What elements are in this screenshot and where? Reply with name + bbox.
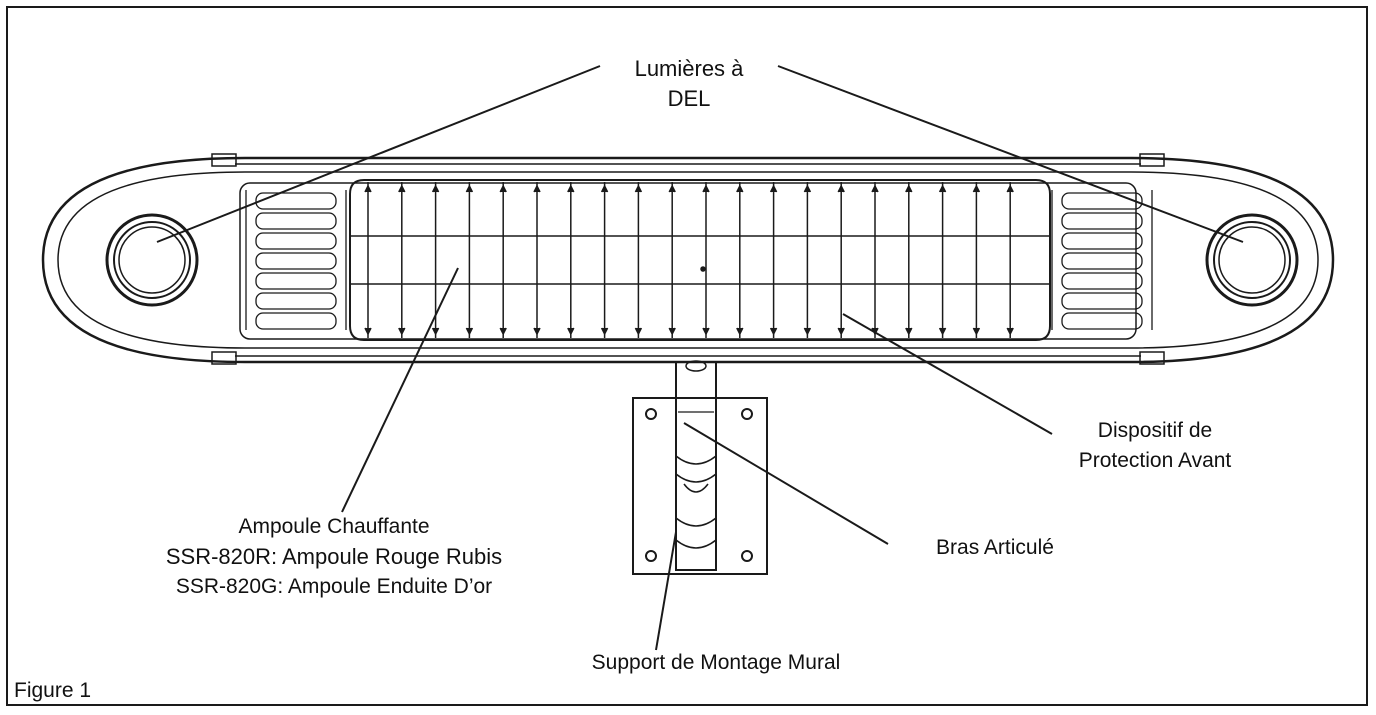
label-heating-bulb-line2: SSR-820R: Ampoule Rouge Rubis — [165, 544, 503, 569]
led-light-left — [105, 213, 199, 307]
guard-bar-clip — [871, 184, 879, 193]
label-front-guard: Dispositif de Protection Avant — [1042, 416, 1268, 476]
guard-bar-clip — [567, 327, 575, 336]
guard-bar-clip — [736, 184, 744, 193]
guard-bar-clip — [398, 184, 406, 193]
heater-housing — [41, 153, 1335, 365]
guard-bar-clip — [905, 327, 913, 336]
guard-bar-clip — [364, 327, 372, 336]
guard-bar-clip — [736, 327, 744, 336]
wall-mounting-bracket — [632, 397, 768, 575]
label-articulated-arm-line1: Bras Articulé — [936, 536, 1054, 559]
guard-bar-clip — [398, 327, 406, 336]
leader-front-guard — [842, 313, 1053, 435]
figure-caption: Figure 1 — [14, 679, 92, 702]
guard-bar-clip — [1006, 184, 1014, 193]
guard-bar-clip — [972, 327, 981, 336]
vent-right — [1051, 190, 1153, 330]
guard-bar-clip — [769, 184, 778, 193]
guard-bar-clip — [600, 184, 609, 193]
guard-bar-clip — [803, 327, 812, 336]
front-guard-bars — [364, 182, 1014, 338]
label-heating-bulb-line1: Ampoule Chauffante — [238, 515, 430, 538]
guard-bar-clip — [905, 184, 913, 193]
guard-bar-clip — [702, 327, 710, 336]
label-front-guard-line1: Dispositif de — [1097, 419, 1213, 442]
guard-bar-clip — [837, 327, 845, 336]
guard-bar-clip — [1006, 327, 1014, 336]
label-articulated-arm: Bras Articulé — [900, 533, 1090, 563]
articulated-arm — [675, 360, 717, 571]
guard-bar-clip — [702, 184, 710, 193]
guard-bar-clip — [871, 327, 879, 336]
label-led-lights-line2: DEL — [667, 86, 711, 111]
label-led-lights: Lumières à DEL — [594, 54, 784, 114]
label-led-lights-line1: Lumières à — [634, 56, 744, 81]
guard-bar-clip — [634, 327, 643, 336]
guard-bar-clip — [634, 184, 643, 193]
guard-bar-clip — [499, 327, 507, 336]
leader-lines — [156, 65, 1244, 651]
leader-heating-bulb — [341, 267, 459, 513]
guard-bar-clip — [600, 327, 609, 336]
guard-bar-clip — [533, 327, 541, 336]
guard-bar-clip — [465, 184, 474, 193]
guard-bar-clip — [668, 184, 676, 193]
leader-articulated-arm — [683, 422, 889, 545]
guard-bar-clip — [769, 327, 778, 336]
guard-bar-clip — [938, 184, 947, 193]
guard-bar-clip — [533, 184, 541, 193]
label-wall-bracket-line1: Support de Montage Mural — [591, 651, 841, 674]
leader-led-right — [777, 65, 1244, 243]
guard-bar-clip — [431, 327, 440, 336]
led-light-right — [1205, 213, 1299, 307]
guard-bar-clip — [668, 327, 676, 336]
guard-bar-clip — [938, 327, 947, 336]
guard-bar-clip — [431, 184, 440, 193]
label-wall-bracket: Support de Montage Mural — [520, 648, 912, 678]
label-front-guard-line2: Protection Avant — [1078, 449, 1232, 472]
heating-bulb-panel — [349, 179, 1051, 341]
guard-bar-clip — [803, 184, 812, 193]
guard-bar-clip — [364, 184, 372, 193]
guard-bar-clip — [499, 184, 507, 193]
vent-left — [245, 190, 347, 330]
leader-wall-bracket — [655, 531, 677, 651]
label-heating-bulb: Ampoule Chauffante SSR-820R: Ampoule Rou… — [118, 512, 550, 602]
guard-bar-clip — [972, 184, 981, 193]
leader-led-left — [156, 65, 601, 243]
guard-bar-clip — [465, 327, 474, 336]
label-heating-bulb-line3: SSR-820G: Ampoule Enduite D’or — [175, 575, 493, 598]
guard-bar-clip — [837, 184, 845, 193]
guard-bar-clip — [567, 184, 575, 193]
